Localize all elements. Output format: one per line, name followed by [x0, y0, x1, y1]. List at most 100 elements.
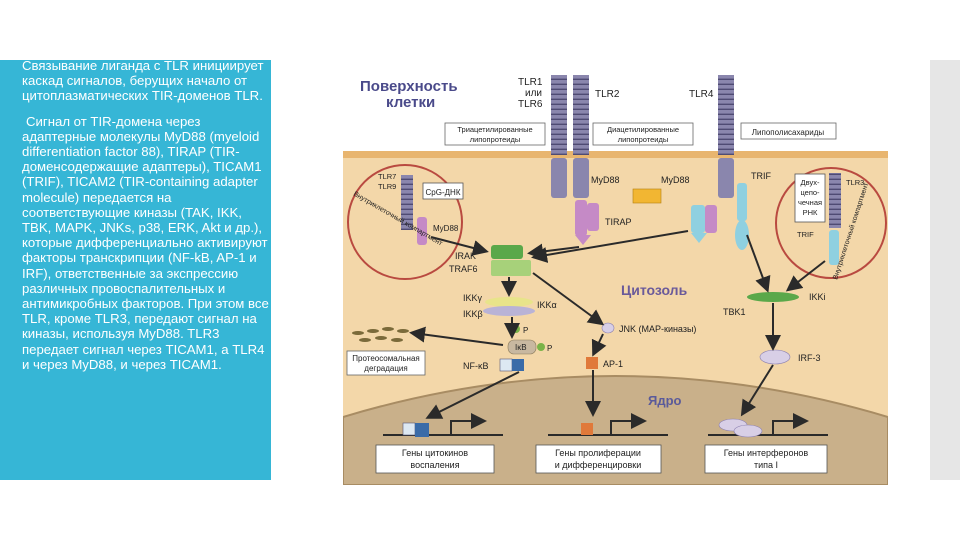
right-scroll-bar [930, 60, 960, 480]
ligand-box-diacyl [592, 122, 694, 146]
trif-label: TRIF [751, 171, 771, 181]
p1-label: P [523, 326, 528, 335]
myd88-mid-death-domain [575, 235, 591, 245]
tlr2-tir-domain [573, 158, 589, 198]
tlr4-receptor [718, 75, 734, 155]
myd88-left-label: MyD88 [433, 224, 459, 233]
tlr7-label: TLR7 [378, 172, 396, 181]
tirap-protein [632, 188, 662, 204]
irf3-bound-b [733, 424, 763, 438]
gene1-l1: Гены цитокинов [402, 448, 468, 458]
tlr4-myd88 [705, 205, 717, 233]
phospho-1 [512, 325, 520, 333]
proteasome-l2: деградация [364, 364, 407, 373]
ikki-label: IKKi [809, 292, 826, 302]
ligand-box-lps [740, 122, 837, 140]
ikb-protein [507, 339, 537, 355]
ap1-bound [581, 423, 593, 435]
slide-paragraph-1: Связывание лиганда с TLR инициирует каск… [22, 58, 264, 104]
ligand-diacyl-l2: липопротеиды [618, 135, 669, 144]
ikkb-label: IKKβ [463, 309, 483, 319]
dna-strands [383, 413, 828, 436]
nucleus-label: Ядро [648, 393, 682, 408]
proteasome-l1: Протеосомальная [352, 354, 419, 363]
ikka-label: IKKα [537, 300, 557, 310]
ikkg-label: IKKγ [463, 293, 483, 303]
surface-title-2: клетки [386, 94, 435, 111]
ap1-protein [586, 357, 598, 369]
irak-protein [491, 245, 523, 259]
cytosol-label: Цитозоль [621, 282, 688, 298]
slide-text: Связывание лиганда с TLR инициирует каск… [22, 58, 270, 382]
degradation-fragments [352, 327, 409, 342]
tlr3-receptor [829, 173, 841, 228]
tirap-label: TIRAP [605, 217, 632, 227]
ligand-diacyl-l1: Диацетилированные [607, 125, 679, 134]
gene1-l2: воспаления [410, 460, 459, 470]
tlr4-tir-domain [718, 158, 734, 198]
cpg-dna-box [422, 182, 464, 200]
irak-label: IRAK [455, 251, 476, 261]
myd88-mid-label: MyD88 [591, 175, 620, 185]
plasma-membrane [343, 151, 888, 158]
tlr1-or-label: или [525, 88, 542, 99]
trif-domain [735, 220, 749, 250]
dsrna-l3: чечная [798, 198, 822, 207]
dsrna-box [794, 173, 826, 223]
signaling-arrows [409, 230, 826, 419]
nfkb-bound-a [402, 422, 416, 436]
nfkb-bound-b [415, 423, 429, 437]
surface-title-1: Поверхность [360, 78, 458, 95]
phospho-2 [537, 343, 545, 351]
tlr2-receptor-a [573, 75, 589, 155]
ap1-label: AP-1 [603, 359, 623, 369]
cpg-dna-label: CpG-ДНК [426, 188, 461, 197]
gene3-l2: типа I [754, 460, 778, 470]
dsrna-l1: Двух- [801, 178, 820, 187]
ikb-label: IκB [515, 343, 527, 352]
tlr4-label: TLR4 [689, 89, 714, 100]
tirap-mid-protein [587, 203, 599, 231]
irf3-label: IRF-3 [798, 353, 821, 363]
traf6-protein [491, 260, 531, 276]
tlr1-receptor [551, 75, 567, 155]
gene-box-interferons [704, 444, 828, 474]
gene-box-proliferation [535, 444, 662, 474]
traf6-label: TRAF6 [449, 264, 478, 274]
dsrna-l4: РНК [803, 208, 818, 217]
gene-box-cytokines [375, 444, 495, 474]
tlr4-adaptor-a [691, 205, 705, 233]
proteasome-box [346, 350, 426, 376]
gene2-l1: Гены пролиферации [555, 448, 641, 458]
trif-protein [737, 183, 747, 221]
ligand-triacyl-l1: Триацетилированные [457, 125, 532, 134]
tbk1-label: TBK1 [723, 307, 746, 317]
jnk-label: JNK (MAP-киназы) [619, 324, 696, 334]
tbk1-protein [747, 292, 799, 302]
tlr6-label: TLR6 [518, 99, 543, 110]
trif-right-label: TRIF [797, 230, 814, 239]
jnk-protein [601, 322, 615, 334]
tlr4-adaptor-domain [691, 233, 707, 243]
dsrna-l2: цепо- [800, 188, 820, 197]
gene3-l1: Гены интерферонов [724, 448, 809, 458]
nfkb-label: NF-κB [463, 361, 489, 371]
tlr9-label: TLR9 [378, 182, 396, 191]
p2-label: P [547, 344, 552, 353]
ligand-triacyl-l2: липопротеиды [470, 135, 521, 144]
ikk-beta [483, 306, 535, 316]
ligand-lps: Липополисахариды [752, 128, 825, 137]
nfkb-subunit-a [499, 358, 513, 372]
tlr1-tir-domain [551, 158, 567, 198]
myd88-left-protein [417, 217, 427, 245]
side-panel [0, 60, 271, 480]
myd88-mid2-label: MyD88 [661, 175, 690, 185]
tlr3-label: TLR3 [846, 178, 864, 187]
myd88-mid-protein [575, 200, 587, 236]
slide-paragraph-2: Сигнал от TIR-домена через адаптерные мо… [22, 113, 269, 372]
tlr2-label: TLR2 [595, 89, 620, 100]
tlr7-9-receptor [401, 175, 413, 230]
ligand-box-triacyl [444, 122, 546, 146]
irf3-protein [759, 349, 791, 365]
nfkb-subunit-b [512, 359, 524, 371]
